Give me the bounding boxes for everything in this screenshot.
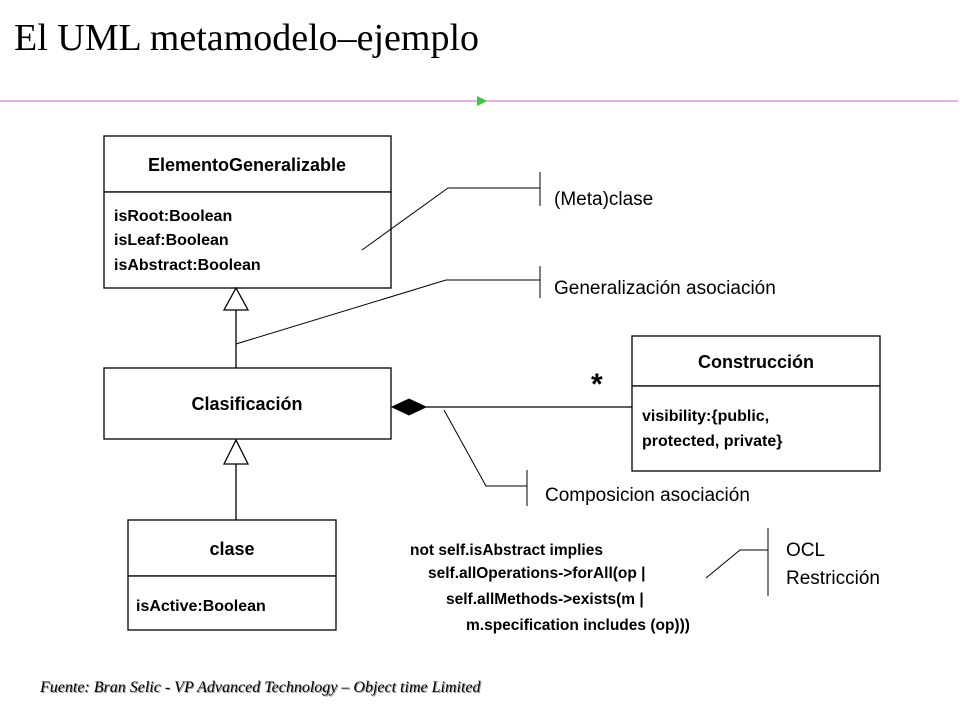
callout-line	[443, 409, 527, 487]
class-attribute: protected, private}	[642, 433, 782, 450]
class-attribute: isRoot:Boolean	[114, 208, 232, 225]
class-attribute: isActive:Boolean	[136, 598, 266, 615]
callout-line	[235, 279, 540, 345]
ocl-constraint-line: not self.isAbstract implies	[410, 542, 603, 559]
class-header-box	[127, 519, 337, 577]
callout-composicion: Composicion asociación	[545, 485, 750, 506]
callout-metaclase: (Meta)clase	[554, 189, 653, 210]
play-arrow-icon	[477, 96, 487, 106]
class-clasificacion: Clasificación	[103, 367, 392, 440]
page-title: El UML metamodelo–ejemplo	[14, 17, 480, 59]
class-box	[103, 367, 392, 440]
class-name: Clasificación	[191, 394, 302, 414]
composition-diamond	[390, 398, 428, 416]
class-elemento-generalizable: ElementoGeneralizable isRoot:Boolean isL…	[103, 135, 392, 289]
class-attributes-box	[103, 191, 392, 289]
class-name: Construcción	[698, 352, 814, 372]
class-attribute: visibility:{public,	[642, 408, 769, 425]
class-construccion: Construcción visibility:{public, protect…	[631, 335, 881, 472]
ocl-constraint-line: m.specification includes (op)))	[466, 617, 690, 634]
source-footer: Fuente: Bran Selic - VP Advanced Technol…	[40, 679, 481, 696]
class-attribute: isLeaf:Boolean	[114, 232, 229, 249]
class-attributes-box	[127, 575, 337, 631]
generalization-arrowhead	[222, 286, 250, 311]
class-attributes-box	[631, 385, 881, 472]
callout-ocl: OCL	[786, 540, 825, 561]
multiplicity-label: *	[591, 368, 603, 401]
ocl-constraint-line: self.allOperations->forAll(op |	[428, 565, 646, 582]
class-name: clase	[209, 539, 254, 559]
callout-line	[705, 549, 768, 579]
generalization-arrowhead	[222, 438, 250, 465]
class-attribute: isAbstract:Boolean	[114, 257, 261, 274]
class-clase: clase isActive:Boolean	[127, 519, 337, 631]
class-name: ElementoGeneralizable	[148, 155, 346, 175]
class-header-box	[103, 135, 392, 193]
class-header-box	[631, 335, 881, 387]
callout-restriccion: Restricción	[786, 568, 880, 589]
ocl-constraint-line: self.allMethods->exists(m |	[446, 591, 644, 608]
callout-line	[361, 187, 540, 251]
callout-generalizacion: Generalización asociación	[554, 278, 776, 299]
